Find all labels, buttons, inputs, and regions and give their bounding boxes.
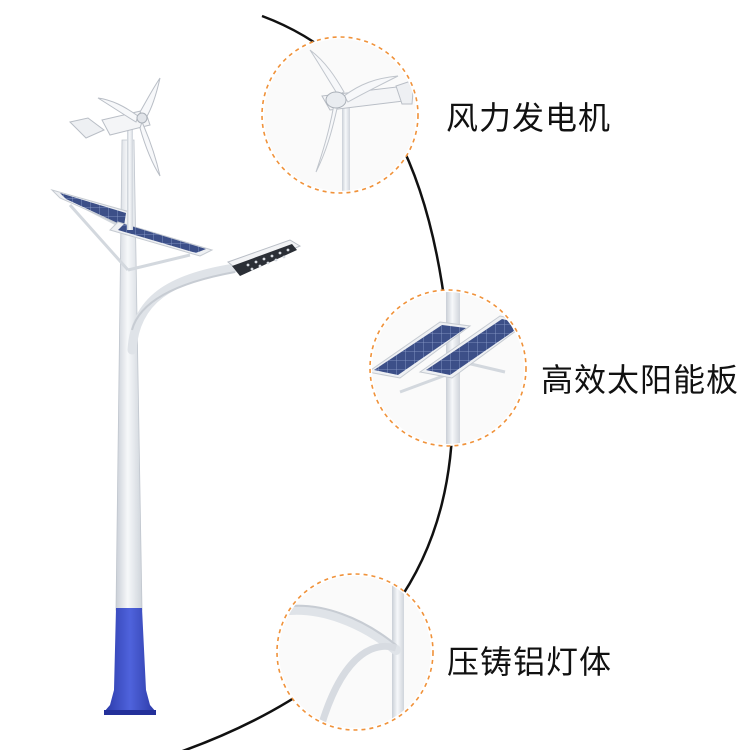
callout-label-wind: 风力发电机 [446,99,612,137]
solar-panel [50,188,214,257]
dashed-ring [369,289,527,447]
wind-turbine [69,77,161,177]
dashed-ring [276,573,434,731]
callout-wind [261,36,419,194]
callout-label-solar: 高效太阳能板 [541,361,740,399]
street-light-pole [50,77,302,715]
dashed-ring [261,36,419,194]
lamp-arm [127,263,240,355]
callout-solar [369,289,527,447]
callout-label-light: 压铸铝灯体 [447,643,613,681]
pole-base [104,608,156,712]
callout-light [276,573,434,731]
lamp-head [227,239,302,276]
